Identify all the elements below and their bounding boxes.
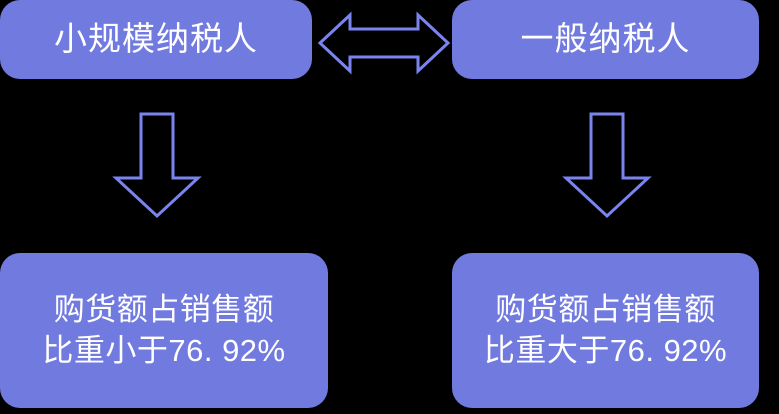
down-arrow-right-icon [562, 112, 652, 219]
node-general-taxpayer[interactable]: 一般纳税人 [452, 0, 759, 79]
double-headed-horizontal-arrow-icon [317, 11, 451, 75]
node-purchase-ratio-less-than-line1: 购货额占销售额 [53, 292, 275, 328]
down-arrow-left-icon [112, 112, 202, 219]
node-purchase-ratio-greater-than[interactable]: 购货额占销售额 比重大于76. 92% [452, 253, 759, 408]
node-small-scale-taxpayer-label: 小规模纳税人 [54, 20, 258, 58]
node-purchase-ratio-greater-than-line1: 购货额占销售额 [495, 292, 716, 328]
node-purchase-ratio-less-than[interactable]: 购货额占销售额 比重小于76. 92% [0, 253, 328, 408]
node-small-scale-taxpayer[interactable]: 小规模纳税人 [0, 0, 312, 79]
node-general-taxpayer-label: 一般纳税人 [520, 20, 691, 58]
node-purchase-ratio-greater-than-line2: 比重大于76. 92% [483, 332, 728, 368]
node-purchase-ratio-less-than-line2: 比重小于76. 92% [42, 332, 286, 368]
